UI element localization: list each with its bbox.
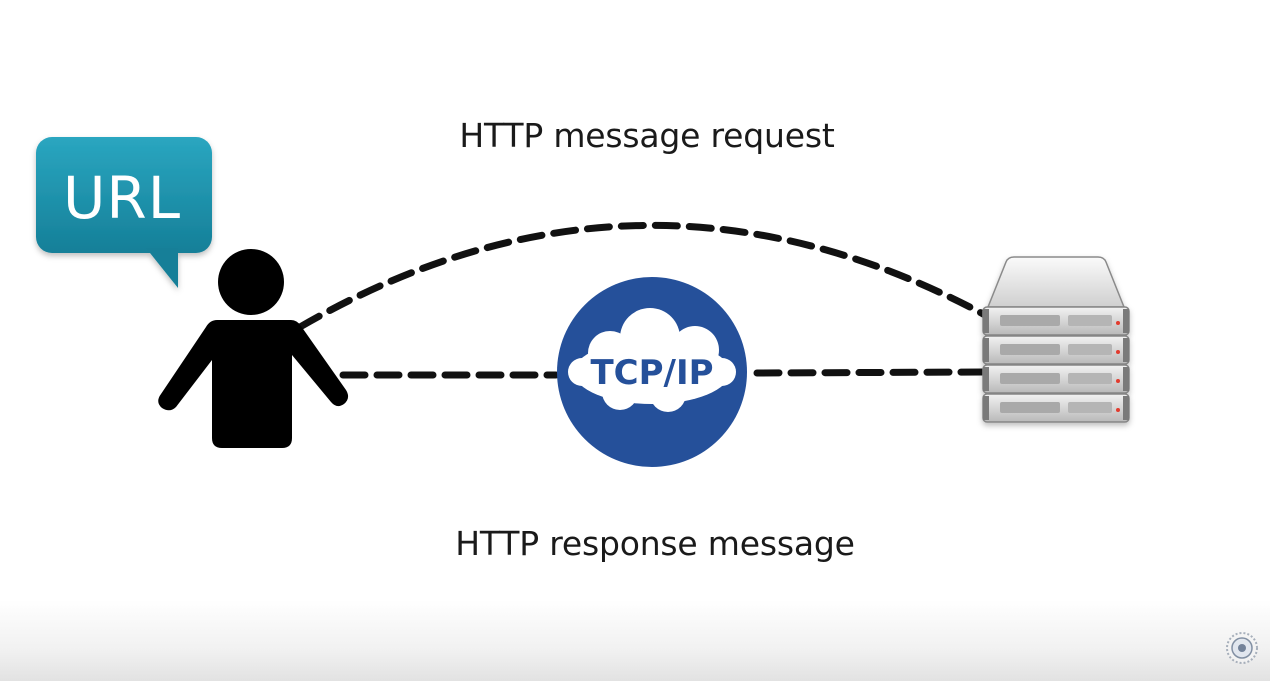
network-label: TCP/IP: [590, 353, 713, 393]
person-icon: [158, 249, 349, 448]
response-connector-right: [753, 368, 989, 377]
server-rack-icon: [982, 256, 1130, 423]
seal-logo-icon: [1226, 632, 1258, 664]
response-label: HTTP response message: [455, 524, 855, 563]
url-speech-bubble: [36, 137, 212, 288]
cloud-icon: [568, 308, 736, 412]
url-bubble-text: URL: [63, 164, 181, 232]
request-connector: [296, 222, 989, 331]
request-label: HTTP message request: [459, 116, 835, 155]
network-node: [557, 277, 747, 467]
